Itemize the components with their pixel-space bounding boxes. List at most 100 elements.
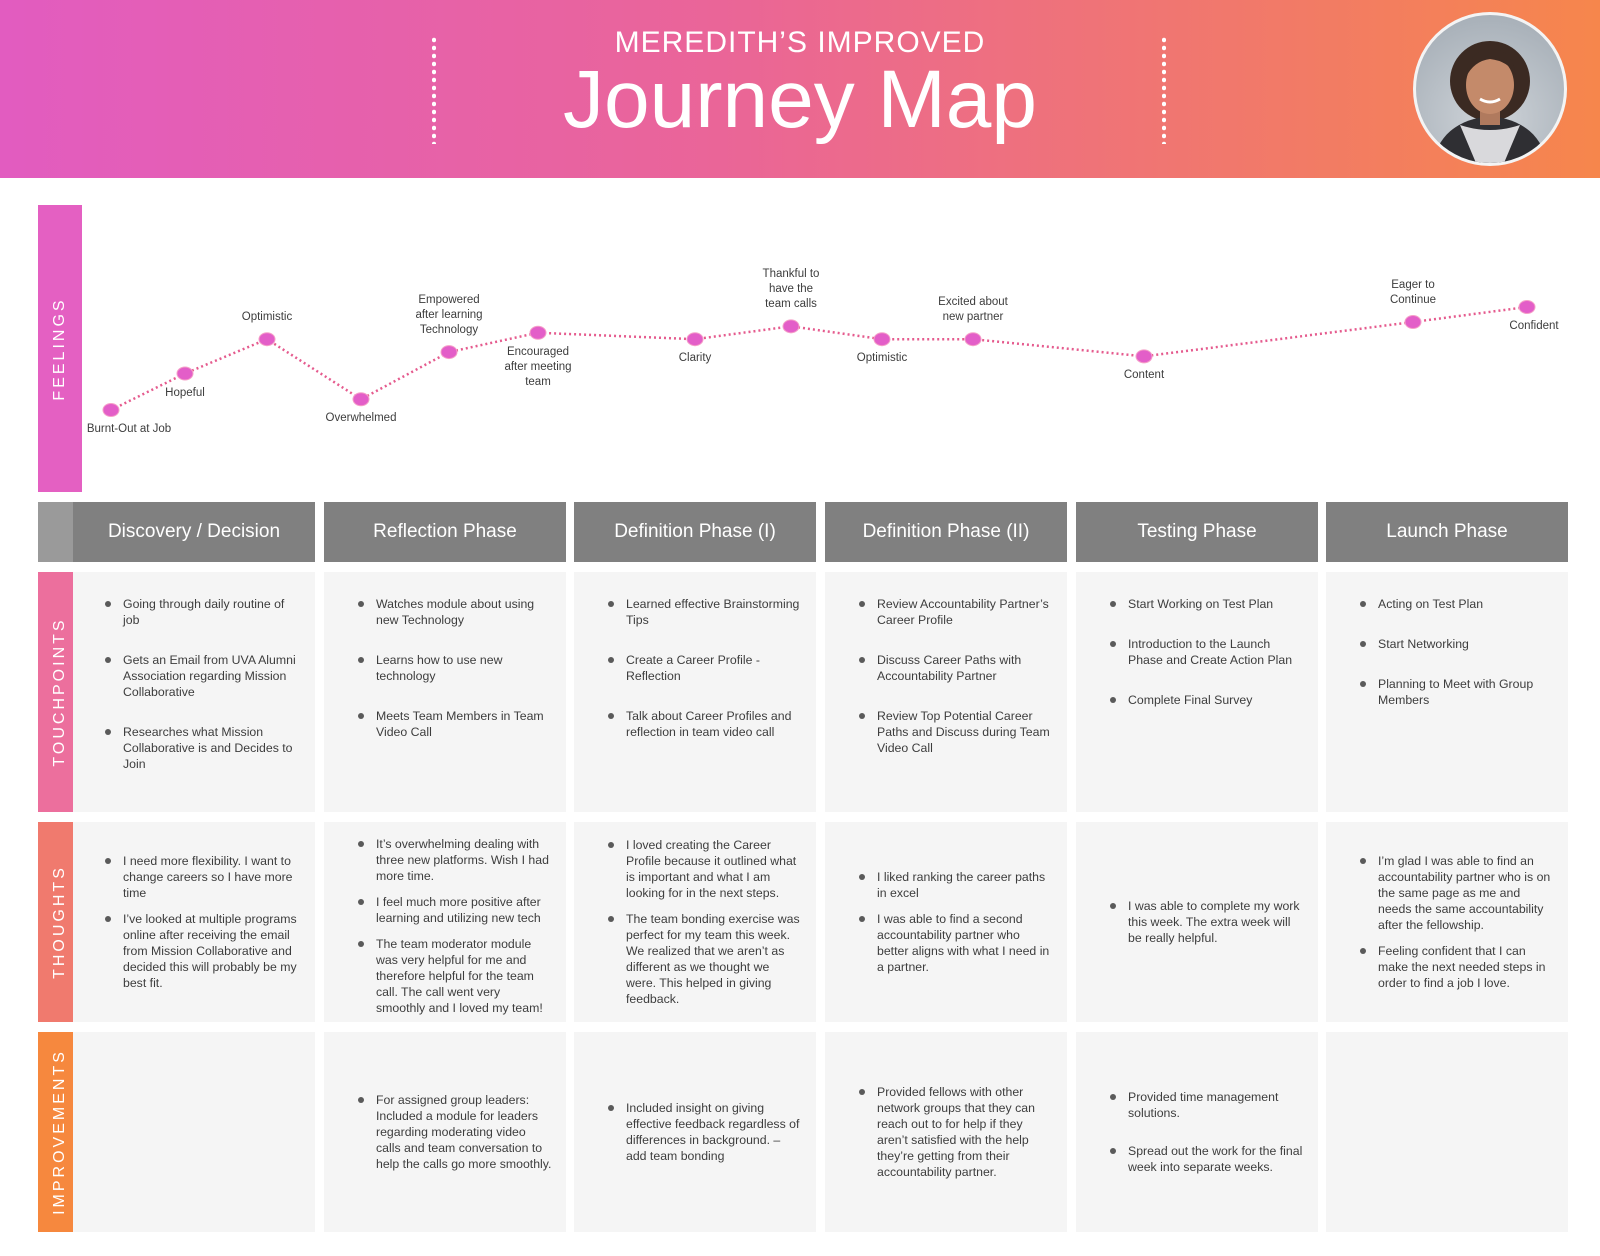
feeling-label: Thankful to have the team calls	[762, 268, 820, 311]
thoughts-cell: I liked ranking the career paths in exce…	[825, 822, 1067, 1022]
page-title: Journey Map	[562, 54, 1038, 145]
touchpoints-item: Create a Career Profile - Reflection	[608, 652, 802, 684]
thoughts-list: I loved creating the Career Profile beca…	[574, 837, 816, 1007]
touchpoints-item: Researches what Mission Collaborative is…	[105, 724, 301, 772]
touchpoints-item: Talk about Career Profiles and reflectio…	[608, 708, 802, 740]
touchpoints-item: Meets Team Members in Team Video Call	[358, 708, 552, 740]
feeling-label: Overwhelmed	[325, 412, 397, 425]
thoughts-item: I feel much more positive after learning…	[358, 894, 552, 926]
thoughts-cell: It’s overwhelming dealing with three new…	[324, 822, 566, 1022]
header-banner: MEREDITH’S IMPROVED Journey Map	[0, 0, 1600, 178]
thoughts-cell: I need more flexibility. I want to chang…	[73, 822, 315, 1022]
feeling-point	[964, 332, 982, 347]
thoughts-item: The team bonding exercise was perfect fo…	[608, 911, 802, 1007]
touchpoints-item: Start Working on Test Plan	[1110, 596, 1304, 612]
thoughts-item: Feeling confident that I can make the ne…	[1360, 943, 1554, 991]
touchpoints-item: Complete Final Survey	[1110, 692, 1304, 708]
touchpoints-item: Planning to Meet with Group Members	[1360, 676, 1554, 708]
touchpoints-list: Watches module about using new Technolog…	[324, 596, 566, 740]
thoughts-cell: I was able to complete my work this week…	[1076, 822, 1318, 1022]
person-photo-icon	[1413, 12, 1567, 166]
phase-header: Definition Phase (I)	[574, 502, 816, 562]
improvements-item: Included insight on giving effective fee…	[608, 1100, 802, 1164]
touchpoints-item: Introduction to the Launch Phase and Cre…	[1110, 636, 1304, 668]
thoughts-item: It’s overwhelming dealing with three new…	[358, 836, 552, 884]
dotted-divider-right	[1162, 36, 1166, 144]
feeling-label: Optimistic	[856, 352, 908, 365]
thoughts-item: I’ve looked at multiple programs online …	[105, 911, 301, 991]
feeling-point	[873, 332, 891, 347]
touchpoints-cell: Watches module about using new Technolog…	[324, 572, 566, 812]
feelings-line-chart	[102, 300, 1536, 417]
phase-header: Testing Phase	[1076, 502, 1318, 562]
touchpoints-item: Gets an Email from UVA Alumni Associatio…	[105, 652, 301, 700]
touchpoints-item: Acting on Test Plan	[1360, 596, 1554, 612]
feeling-label: Clarity	[678, 352, 712, 365]
improvements-cell: Provided fellows with other network grou…	[825, 1032, 1067, 1232]
thoughts-cell: I loved creating the Career Profile beca…	[574, 822, 816, 1022]
improvements-item: Provided fellows with other network grou…	[859, 1084, 1053, 1180]
feeling-label: Confident	[1509, 320, 1559, 332]
thoughts-item: The team moderator module was very helpf…	[358, 936, 552, 1016]
touchpoints-list: Review Accountability Partner’s Career P…	[825, 596, 1067, 756]
feelings-series-line	[110, 305, 1528, 412]
phase-header-tab	[38, 502, 73, 562]
feeling-point	[352, 392, 370, 407]
feeling-label: Optimistic	[241, 311, 293, 324]
feeling-point	[440, 345, 458, 360]
touchpoints-item: Learned effective Brainstorming Tips	[608, 596, 802, 628]
touchpoints-item: Watches module about using new Technolog…	[358, 596, 552, 628]
feeling-label: Encouraged after meeting team	[504, 345, 572, 388]
feeling-point	[176, 366, 194, 381]
feeling-point	[1135, 349, 1153, 364]
touchpoints-item: Going through daily routine of job	[105, 596, 301, 628]
improvements-list: Provided fellows with other network grou…	[825, 1084, 1067, 1180]
feeling-label: Eager to Continue	[1389, 279, 1437, 307]
touchpoints-item: Review Accountability Partner’s Career P…	[859, 596, 1053, 628]
thoughts-item: I was able to find a second accountabili…	[859, 911, 1053, 975]
thoughts-item: I need more flexibility. I want to chang…	[105, 853, 301, 901]
phase-header: Discovery / Decision	[73, 502, 315, 562]
feeling-point	[782, 319, 800, 334]
touchpoints-item: Discuss Career Paths with Accountability…	[859, 652, 1053, 684]
thoughts-list: I need more flexibility. I want to chang…	[73, 853, 315, 991]
improvements-cell: For assigned group leaders: Included a m…	[324, 1032, 566, 1232]
dotted-divider-left	[432, 36, 436, 144]
improvements-item: Provided time management solutions.	[1110, 1089, 1304, 1121]
feeling-label: Content	[1123, 369, 1165, 382]
improvements-cell	[1326, 1032, 1568, 1232]
phase-header: Launch Phase	[1326, 502, 1568, 562]
touchpoints-item: Start Networking	[1360, 636, 1554, 652]
feeling-label: Burnt-Out at Job	[86, 423, 172, 435]
touchpoints-cell: Review Accountability Partner’s Career P…	[825, 572, 1067, 812]
feeling-label: Empowered after learning Technology	[415, 294, 483, 337]
thoughts-item: I was able to complete my work this week…	[1110, 898, 1304, 946]
phase-header: Definition Phase (II)	[825, 502, 1067, 562]
feeling-point	[1404, 315, 1422, 330]
improvements-list: For assigned group leaders: Included a m…	[324, 1092, 566, 1172]
improvements-cell: Included insight on giving effective fee…	[574, 1032, 816, 1232]
feeling-label: Hopeful	[165, 386, 205, 399]
thoughts-item: I loved creating the Career Profile beca…	[608, 837, 802, 901]
improvements-cell: Provided time management solutions.Sprea…	[1076, 1032, 1318, 1232]
improvements-item: For assigned group leaders: Included a m…	[358, 1093, 552, 1171]
thoughts-item: I’m glad I was able to find an accountab…	[1360, 853, 1554, 933]
thoughts-list: It’s overwhelming dealing with three new…	[324, 836, 566, 1016]
feeling-point	[686, 332, 704, 347]
thoughts-item: I liked ranking the career paths in exce…	[859, 869, 1053, 901]
touchpoints-item: Learns how to use new technology	[358, 652, 552, 684]
thoughts-list: I liked ranking the career paths in exce…	[825, 869, 1067, 975]
feeling-point	[258, 332, 276, 347]
improvements-cell	[73, 1032, 315, 1232]
feeling-point	[529, 325, 547, 340]
thoughts-cell: I’m glad I was able to find an accountab…	[1326, 822, 1568, 1022]
